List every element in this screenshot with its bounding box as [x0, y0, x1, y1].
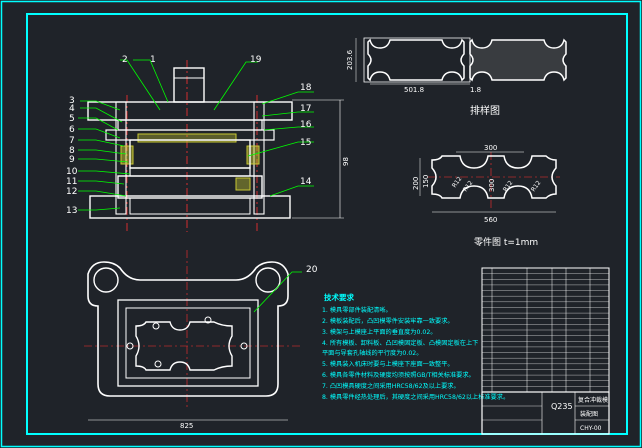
part-label-9: 9 [69, 155, 75, 165]
part-label-18: 18 [300, 83, 312, 93]
part-label-10: 10 [66, 167, 78, 177]
guide-bore-left [93, 267, 119, 293]
title-scale-label: 装配图 [580, 410, 598, 418]
part-height-inner-value: 150 [422, 175, 430, 188]
part-label-3: 3 [69, 96, 75, 106]
part-label-1: 1 [150, 55, 156, 65]
guide-bore-right [255, 267, 281, 293]
part-drawing-title: 零件图 t=1mm [474, 236, 538, 248]
strip-layout-title: 排样图 [470, 104, 500, 117]
tech-note-6: 5. 模具装入机床时要与上模座下座面一致整平。 [322, 360, 454, 368]
part-label-15: 15 [300, 138, 311, 148]
part-label-20: 20 [306, 265, 318, 275]
lower-die-seat [89, 195, 291, 219]
pilot-hole-3 [154, 360, 162, 368]
plan-inner-plate-2 [125, 307, 251, 379]
pilot-hole-4 [126, 342, 134, 350]
tech-notes: 技术要求 1. 模具零部件装配清晰。 2. 模板装配后，凸凹模零件安装牢靠一致要… [322, 292, 509, 401]
plan-inner-plate [117, 299, 259, 387]
tech-note-4: 4. 所有模板、卸料板、凸凹模固定板、凸模固定板在上下 [322, 339, 478, 347]
title-block: Q235 复合冲裁模 装配图 CHY-00 [481, 391, 610, 435]
part-label-12: 12 [66, 187, 77, 197]
plan-width-value: 825 [180, 422, 193, 430]
part-label-13: 13 [66, 206, 77, 216]
strip-blank-2 [469, 38, 567, 82]
plan-part-outline [135, 321, 233, 371]
lower-die-cavity [129, 197, 251, 215]
part-outline [431, 155, 557, 199]
section-height-value: 98 [342, 157, 350, 166]
bom-rows [482, 273, 609, 387]
part-label-7: 7 [69, 136, 75, 146]
tech-note-9: 8. 模具零件经热处理后，其硬度之间采用HRC58/62以上标准要求。 [322, 393, 509, 401]
part-label-8: 8 [69, 146, 75, 156]
title-material: Q235 [551, 402, 573, 411]
part-height-outer-value: 200 [412, 177, 420, 190]
pilot-hole-2 [204, 316, 212, 324]
part-top-dim-value: 300 [484, 144, 497, 152]
strip-blank-1 [367, 38, 465, 82]
part-label-6: 6 [69, 125, 75, 135]
tech-note-2: 2. 模板装配后，凸凹模零件安装牢靠一致要求。 [322, 317, 454, 325]
pilot-hole-5 [240, 342, 248, 350]
leader-20 [253, 271, 302, 313]
section-view: 1 2 3 4 5 6 7 8 9 10 11 12 13 14 15 16 1… [66, 55, 350, 232]
tech-note-5: 平面与导套孔轴线的平行度为0.02。 [322, 349, 422, 357]
part-label-11: 11 [66, 177, 77, 187]
lower-hatch [235, 177, 251, 191]
strip-layout: 501.8 1.8 203.6 排样图 [346, 37, 567, 117]
inner-frame [26, 13, 628, 435]
strip-gap-value: 1.8 [470, 86, 481, 94]
pilot-hole-1 [152, 322, 160, 330]
section-leaders [78, 59, 314, 211]
tech-note-8: 7. 凸凹模具硬度之间采用HRC58/62及以上要求。 [322, 382, 460, 390]
part-label-2: 2 [122, 55, 128, 65]
tech-note-3: 3. 模架与上模座上平面的垂直度为0.02。 [322, 328, 436, 336]
part-label-4: 4 [69, 104, 75, 114]
title-drawing-no: CHY-00 [580, 425, 602, 432]
punch-die-hatch [137, 133, 237, 143]
tech-notes-heading: 技术要求 [324, 292, 354, 302]
part-label-16: 16 [300, 120, 312, 130]
title-block-outline [481, 391, 610, 435]
title-name: 复合冲裁模 [578, 396, 608, 404]
strip-height-value: 203.6 [346, 49, 354, 70]
plan-outline [87, 261, 289, 397]
tech-note-7: 6. 模具各零件材料及硬度均须按照GB/T相关标准要求。 [322, 371, 475, 379]
part-label-19: 19 [250, 55, 262, 65]
strip-outline [363, 37, 471, 83]
strip-width-value: 501.8 [404, 86, 424, 94]
part-label-17: 17 [300, 104, 311, 114]
part-width-dim-value: 560 [484, 216, 497, 224]
part-right-dim-value: 300 [488, 179, 496, 192]
part-label-5: 5 [69, 114, 75, 124]
plan-view: 20 825 [84, 250, 318, 430]
part-label-14: 14 [300, 177, 312, 187]
tech-note-1: 1. 模具零部件装配清晰。 [322, 306, 392, 314]
